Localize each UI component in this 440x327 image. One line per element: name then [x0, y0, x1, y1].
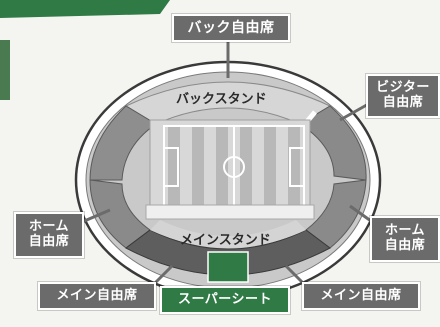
label-home-free-seat-left[interactable]: ホーム 自由席 [14, 212, 84, 258]
home-free-left-line1: ホーム [28, 219, 70, 235]
visitor-section [299, 105, 367, 181]
left-back-section [89, 105, 157, 181]
home-free-left-line2: 自由席 [28, 234, 70, 249]
main-free-left-text: メイン自由席 [56, 287, 138, 303]
pitch-goal-area-left [163, 147, 179, 187]
main-stand-label: メインスタンド [180, 233, 271, 248]
home-free-right-line2: 自由席 [384, 238, 426, 253]
pitch-center-circle [223, 156, 245, 178]
label-super-seat[interactable]: スーパーシート [160, 286, 290, 314]
label-visitor-free-seat[interactable]: ビジター 自由席 [366, 74, 440, 118]
pitch-base [145, 204, 315, 220]
home-free-right-line1: ホーム [384, 223, 426, 239]
connector-home-left [81, 208, 111, 224]
visitor-free-seat-line1: ビジター [376, 80, 430, 96]
main-free-right-text: メイン自由席 [320, 287, 402, 303]
super-seat-block [207, 251, 249, 283]
title-banner [0, 0, 170, 18]
super-seat-text: スーパーシート [177, 291, 273, 307]
main-stand-inner [150, 220, 306, 248]
visitor-free-seat-line2: 自由席 [382, 95, 424, 110]
label-main-free-seat-right[interactable]: メイン自由席 [302, 282, 420, 310]
back-free-seat-text: バック自由席 [187, 19, 275, 36]
back-stand-label: バックスタンド [176, 92, 267, 107]
label-home-free-seat-right[interactable]: ホーム 自由席 [370, 216, 440, 262]
label-main-free-seat-left[interactable]: メイン自由席 [38, 282, 156, 310]
label-back-free-seat[interactable]: バック自由席 [172, 14, 290, 42]
pitch-stripes [168, 126, 300, 208]
pitch-goal-area-right [289, 147, 305, 187]
left-edge-bar [0, 40, 10, 100]
